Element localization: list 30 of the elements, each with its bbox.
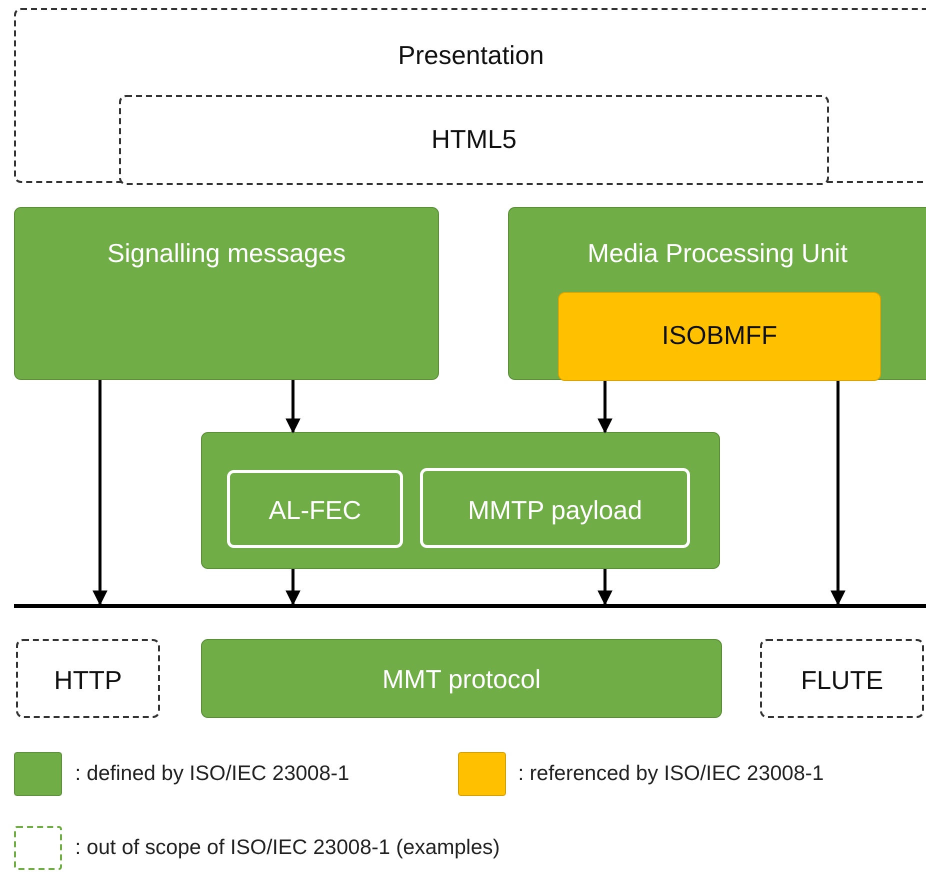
box-label: HTTP <box>53 665 123 696</box>
arrow <box>598 569 612 606</box>
arrow <box>92 380 108 606</box>
legend-label: : referenced by ISO/IEC 23008-1 <box>518 762 824 786</box>
process-box <box>558 292 881 381</box>
box-label: FLUTE <box>800 665 884 696</box>
dashed-box <box>16 639 160 718</box>
group-box <box>201 432 720 569</box>
process-box <box>227 470 403 548</box>
dashed-box <box>14 8 926 183</box>
process-box <box>14 207 439 380</box>
legend-label: : out of scope of ISO/IEC 23008-1 (examples) <box>75 836 500 860</box>
box-label: MMT protocol <box>381 664 542 695</box>
arrow <box>830 381 846 606</box>
process-box <box>420 468 690 548</box>
box-label: ISOBMFF <box>660 320 778 351</box>
legend-label: : defined by ISO/IEC 23008-1 <box>75 762 350 786</box>
process-box <box>508 207 926 380</box>
box-label: MMTP payload <box>466 495 644 526</box>
box-label: Signalling messages <box>106 238 347 269</box>
box-label: Presentation <box>397 40 545 71</box>
arrow <box>598 381 612 434</box>
dashed-box <box>119 95 829 185</box>
box-label: AL-FEC <box>268 495 362 526</box>
process-box <box>201 639 722 718</box>
dashed-box <box>760 639 924 718</box>
arrow <box>286 380 300 434</box>
arrow <box>286 569 300 606</box>
box-label: Media Processing Unit <box>586 238 849 269</box>
box-label: HTML5 <box>430 124 518 155</box>
